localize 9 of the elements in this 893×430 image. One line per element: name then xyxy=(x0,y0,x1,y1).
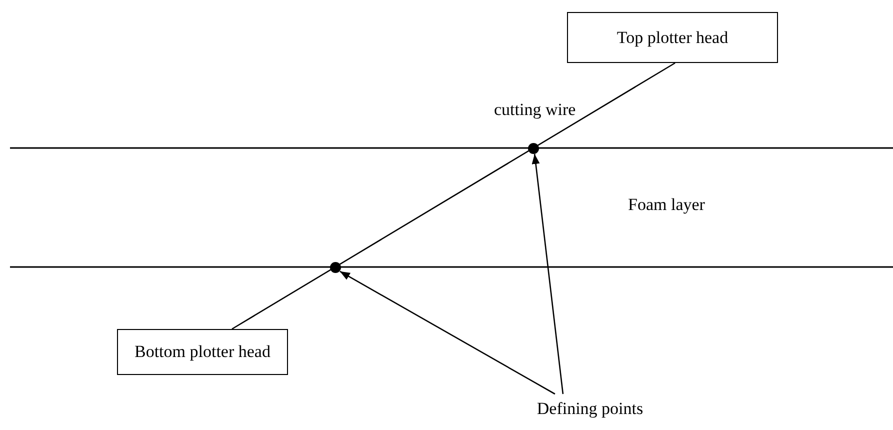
point-marker xyxy=(330,262,341,273)
cutting-wire-line xyxy=(232,62,676,330)
plotter-head-box: Top plotter head xyxy=(567,12,778,63)
callout-text: Defining points xyxy=(510,394,670,424)
arrow xyxy=(532,154,564,394)
plotter-head-box: Bottom plotter head xyxy=(117,329,288,375)
arrow xyxy=(340,270,556,395)
layer-label: Foam layer xyxy=(626,195,707,215)
point-marker xyxy=(528,143,539,154)
